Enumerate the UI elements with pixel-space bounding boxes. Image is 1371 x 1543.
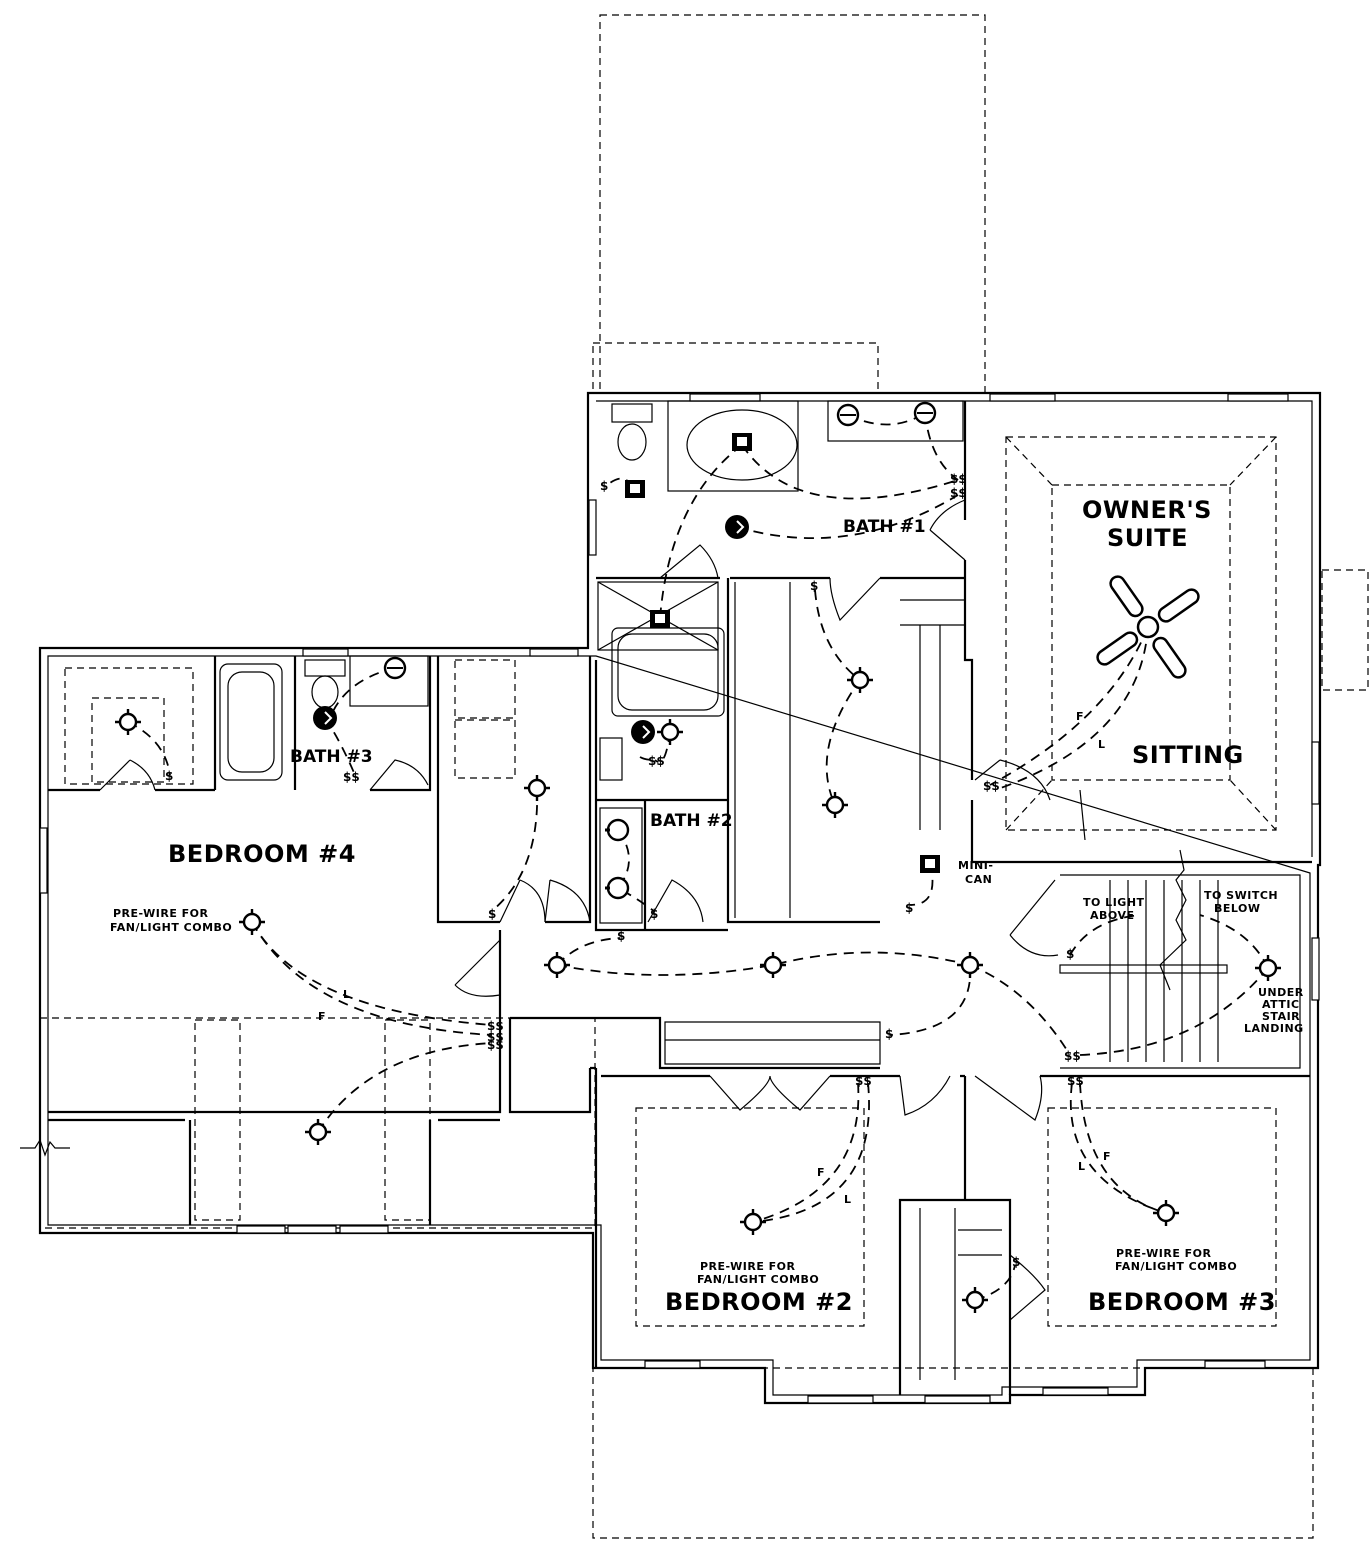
light-fixture-icon (115, 709, 141, 735)
owners-suite-label-line2: SUITE (1107, 524, 1188, 552)
under-attic-note-line1: UNDER (1258, 986, 1304, 999)
vanity-light-icon (836, 403, 860, 427)
double-switch-symbol: $$ (855, 1074, 872, 1088)
wire-tag-light: L (1078, 1160, 1085, 1173)
light-fixture-icon (822, 792, 848, 818)
minican-note-line1: MINI- (958, 859, 993, 872)
recessed-can-icon (920, 855, 940, 873)
double-switch-symbol: $$ (487, 1038, 504, 1052)
break-lines (20, 849, 1187, 1157)
notes: PRE-WIRE FOR FAN/LIGHT COMBO PRE-WIRE FO… (110, 859, 1304, 1286)
prewire-note-bed2-line1: PRE-WIRE FOR (700, 1260, 796, 1273)
light-fixture-icon (740, 1209, 766, 1235)
under-attic-note-line3: STAIR (1262, 1010, 1300, 1023)
sitting-label: SITTING (1132, 741, 1244, 769)
light-fixture-icon (760, 952, 786, 978)
owners-suite-label-line1: OWNER'S (1082, 496, 1212, 524)
vanity-light-icon (605, 876, 630, 900)
switch-symbol: $ (165, 769, 173, 783)
windows (39, 393, 1320, 1404)
vanity-light-icon (383, 656, 407, 680)
to-light-note-line2: ABOVE (1090, 909, 1134, 922)
wire-tag-fan: F (1076, 710, 1084, 723)
double-switch-symbol: $$ (487, 1030, 504, 1044)
vanity-lights (383, 401, 937, 900)
prewire-note-bed3-line2: FAN/LIGHT COMBO (1115, 1260, 1237, 1273)
bath-2-label: BATH #2 (650, 811, 733, 831)
ceiling-fan-icon (1096, 575, 1200, 679)
wire-tag-light: L (844, 1193, 851, 1206)
double-switch-symbol: $$ (487, 1019, 504, 1033)
doors (99, 499, 1086, 1321)
interior-walls (48, 400, 1312, 1395)
light-fixtures (115, 667, 1281, 1313)
double-switch-symbol: $$ (1064, 1049, 1081, 1063)
switch-symbol: $ (650, 907, 658, 921)
vanity-light-icon (605, 818, 630, 842)
light-fixture-icon (544, 952, 570, 978)
exhaust-fan-light-icon (725, 515, 749, 539)
switches: $ $$ $ $ $$ $ $$ $$ $ $$ $ $$ $$ $$ $ $ … (165, 472, 1084, 1269)
switch-symbol: $ (1012, 1255, 1020, 1269)
exhaust-fan-icon (732, 433, 752, 451)
switch-symbol: $ (488, 907, 496, 921)
room-labels: BEDROOM #4 BEDROOM #2 BEDROOM #3 OWNER'S… (168, 496, 1276, 1316)
under-attic-note-line2: ATTIC (1262, 998, 1300, 1011)
wire-tag-light: L (1098, 738, 1105, 751)
light-fixture-icon (847, 667, 873, 693)
light-fixture-icon (957, 952, 983, 978)
minican-note-line2: CAN (965, 873, 992, 886)
light-fixture-icon (305, 1119, 331, 1145)
bedroom-4-label: BEDROOM #4 (168, 840, 356, 868)
wire-tag-fan: F (318, 1010, 326, 1023)
double-switch-symbol: $$ (950, 486, 967, 500)
double-switch-symbol: $$ (343, 770, 360, 784)
double-switch-symbol: $$ (983, 779, 1000, 793)
light-fixture-icon (524, 775, 550, 801)
exhaust-fans (313, 433, 940, 873)
wire-tag-light: L (343, 988, 350, 1001)
double-switch-symbol: $$ (648, 754, 665, 768)
under-attic-note-line4: LANDING (1244, 1022, 1304, 1035)
switch-symbol: $ (617, 929, 625, 943)
light-fixture-icon (239, 909, 265, 935)
light-fixture-icon (657, 719, 683, 745)
bath-3-label: BATH #3 (290, 747, 373, 767)
bath-1-label: BATH #1 (843, 517, 926, 537)
prewire-note-bed4-line2: FAN/LIGHT COMBO (110, 921, 232, 934)
exhaust-fan-icon (625, 480, 645, 498)
switch-symbol: $ (885, 1027, 893, 1041)
to-switch-note-line2: BELOW (1214, 902, 1261, 915)
light-fixture-icon (1255, 955, 1281, 981)
exhaust-fan-light-icon (313, 706, 337, 730)
switch-symbol: $ (600, 479, 608, 493)
prewire-note-bed4-line1: PRE-WIRE FOR (113, 907, 209, 920)
to-light-note-line1: TO LIGHT (1083, 896, 1145, 909)
to-switch-note-line1: TO SWITCH (1204, 889, 1278, 902)
bedroom-3-label: BEDROOM #3 (1088, 1288, 1276, 1316)
switch-symbol: $ (1066, 947, 1074, 961)
switch-symbol: $ (905, 901, 913, 915)
switch-symbol: $ (810, 579, 818, 593)
light-fixture-icon (1153, 1200, 1179, 1226)
light-fixture-icon (962, 1287, 988, 1313)
wire-tag-fan: F (1103, 1150, 1111, 1163)
vanity-light-icon (913, 401, 937, 425)
wire-tags: F L L F F L L F (318, 710, 1111, 1206)
double-switch-symbol: $$ (950, 472, 967, 486)
double-switch-symbol: $$ (1067, 1074, 1084, 1088)
prewire-note-bed2-line2: FAN/LIGHT COMBO (697, 1273, 819, 1286)
exhaust-fan-icon (650, 610, 670, 628)
bedroom-2-label: BEDROOM #2 (665, 1288, 853, 1316)
wire-tag-fan: F (817, 1166, 825, 1179)
exhaust-fan-light-icon (631, 720, 655, 744)
prewire-note-bed3-line1: PRE-WIRE FOR (1116, 1247, 1212, 1260)
